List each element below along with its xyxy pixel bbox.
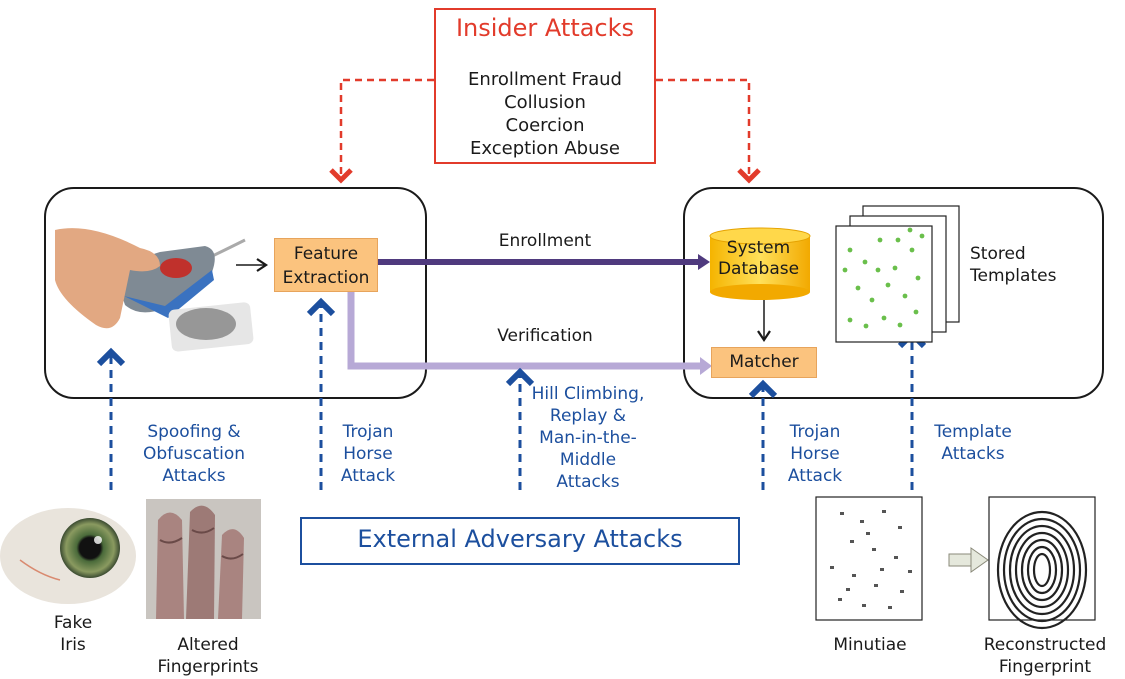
fake-iris-caption: Fake Iris: [53, 613, 93, 655]
trojan-horse-right-label: Trojan Horse Attack: [787, 422, 843, 486]
feature-extraction-box: Feature Extraction: [274, 238, 378, 292]
altered-fingerprints-caption: Altered Fingerprints: [157, 635, 259, 677]
database-icon: [709, 227, 811, 300]
enrollment-label: Enrollment: [498, 231, 592, 251]
spoofing-attacks-label: Spoofing & Obfuscation Attacks: [142, 422, 246, 486]
insider-item: Collusion: [504, 92, 586, 113]
verification-arrow: [347, 292, 702, 370]
verification-label: Verification: [497, 326, 593, 346]
reconstructed-fingerprint-caption: Reconstructed Fingerprint: [983, 635, 1107, 677]
feature-label-line: Feature: [293, 244, 359, 264]
fingerprint-scanner-icon: [55, 228, 254, 352]
matcher-box: Matcher: [711, 347, 817, 378]
insider-attacks-list: Enrollment Fraud Collusion Coercion Exce…: [434, 68, 656, 160]
hill-climbing-attacks-label: Hill Climbing, Replay & Man-in-the- Midd…: [531, 384, 645, 492]
insider-item: Enrollment Fraud: [468, 69, 622, 90]
insider-attacks-title: Insider Attacks: [455, 14, 635, 42]
insider-arrow-left: [329, 78, 434, 184]
insider-item: Exception Abuse: [470, 138, 620, 159]
minutiae-caption: Minutiae: [833, 635, 907, 655]
insider-attacks-box: [434, 8, 656, 164]
reconstructed-fingerprint-icon: [988, 496, 1096, 630]
insider-arrow-right: [656, 78, 761, 184]
template-minutiae-dots: [842, 227, 925, 329]
external-attacks-label: External Adversary Attacks: [357, 525, 683, 553]
trojan-horse-left-label: Trojan Horse Attack: [340, 422, 396, 486]
system-database-label: System Database: [717, 238, 800, 279]
client-system-box: [44, 187, 427, 399]
minutiae-icon: [815, 496, 923, 621]
feature-label-line: Extraction: [282, 268, 370, 288]
template-stack-icon: [835, 205, 960, 343]
server-system-box: [683, 187, 1104, 399]
altered-fingerprints-icon: [146, 499, 261, 619]
reconstruction-arrow: [948, 547, 989, 573]
stored-templates-label: Stored Templates: [970, 244, 1057, 286]
insider-item: Coercion: [505, 115, 585, 136]
template-attacks-label: Template Attacks: [934, 422, 1012, 464]
external-attacks-box: [300, 517, 740, 565]
fake-iris-icon: [0, 508, 136, 604]
